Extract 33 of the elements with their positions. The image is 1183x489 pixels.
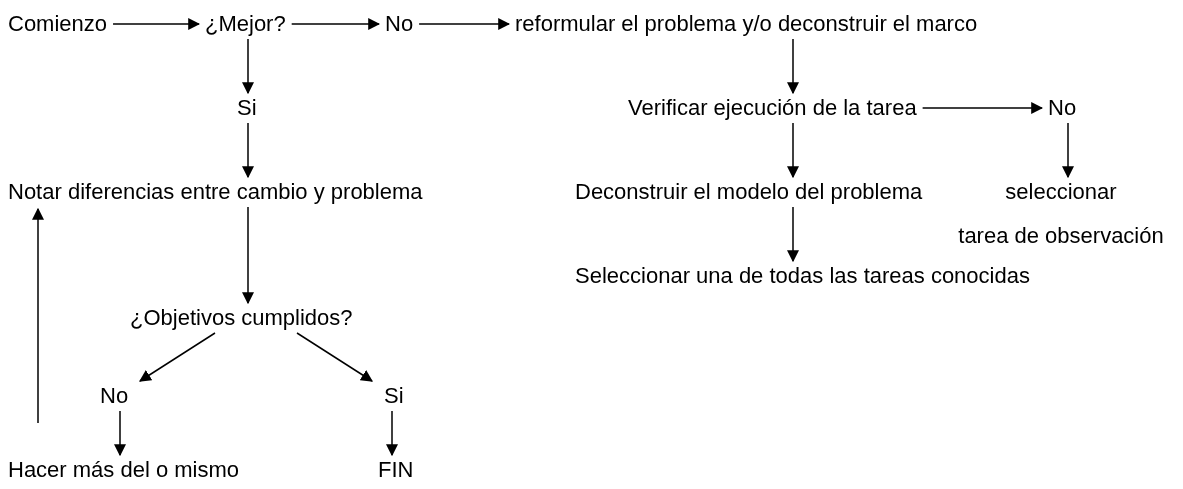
arrow [290,18,381,30]
arrow [787,206,799,263]
arrow [112,18,201,30]
step-text: No [100,383,129,409]
arrow [296,332,373,382]
step-text: tarea de observación [958,223,1164,249]
step-text: ¿Objetivos cumplidos? [130,305,353,331]
step-text: Hacer más del o mismo [8,457,240,483]
arrow [242,38,254,95]
step-text: Deconstruir el modelo del problema [575,179,923,205]
step-text: FIN [378,457,414,483]
step-text: seleccionar [1005,179,1117,205]
arrow [139,332,216,382]
step-text: ¿Mejor? [205,11,286,37]
arrow [32,207,44,424]
arrow [921,102,1044,114]
step-text: No [1048,95,1077,121]
arrow [787,38,799,95]
arrow [386,410,398,457]
arrow [114,410,126,457]
step-text: Si [237,95,257,121]
step-text: Verificar ejecución de la tarea [628,95,917,121]
step-text: Comienzo [8,11,108,37]
step-text: Notar diferencias entre cambio y problema [8,179,423,205]
arrow [787,122,799,179]
step-text: reformular el problema y/o deconstruir el marco [515,11,978,37]
step-text: Seleccionar una de todas las tareas conocidas [575,263,1030,289]
arrow [418,18,511,30]
arrow [242,122,254,179]
step-text: Si [384,383,404,409]
arrow [242,206,254,305]
step-text: No [385,11,414,37]
arrow [1062,122,1074,179]
